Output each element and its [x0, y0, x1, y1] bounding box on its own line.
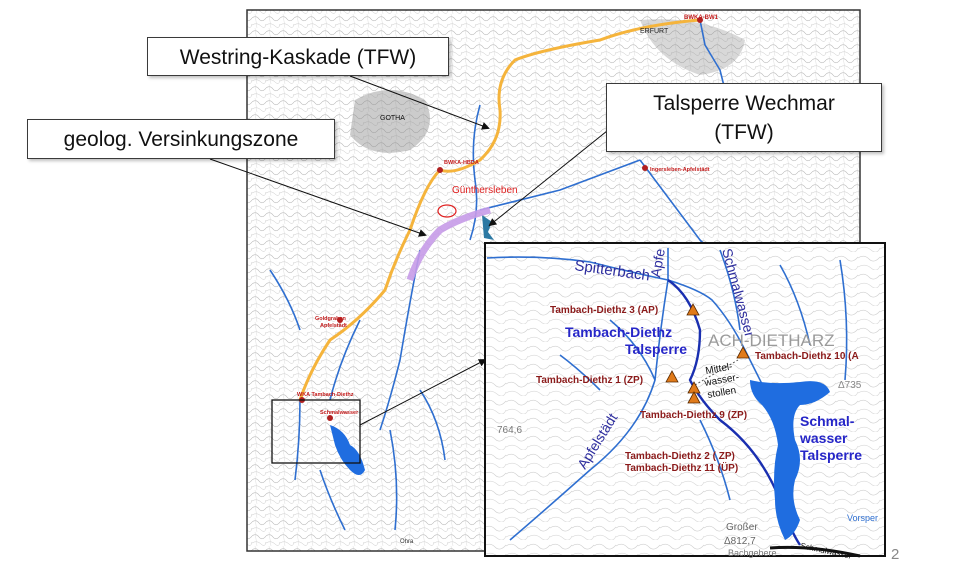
station-10-marker	[736, 346, 750, 359]
callout-arrows	[209, 75, 613, 237]
label-station-10: Tambach-Diethz 10 (A	[755, 351, 859, 362]
label-guenthersleben: Günthersleben	[452, 185, 518, 196]
arrow-westring	[349, 75, 490, 130]
page-number: 2	[891, 546, 900, 563]
label-wka-tambach: WKA Tambach-Diethz	[297, 392, 354, 398]
station-3-marker	[686, 303, 700, 316]
label-tunnel-1: Mittel-	[705, 361, 734, 377]
overview-rivers	[269, 19, 741, 531]
label-gotha: GOTHA	[380, 115, 405, 122]
inset-leader-line	[359, 359, 487, 426]
label-vorsper: Vorsper	[847, 513, 878, 523]
inset-road	[769, 545, 861, 558]
label-apfelstaedt-overview: Apfelstädt	[320, 323, 347, 329]
callout-talsperre-wechmar: Talsperre Wechmar (TFW)	[606, 83, 882, 152]
label-bwka-hbda: BWKA-HBDA	[444, 160, 479, 166]
callout-wechmar-line1: Talsperre Wechmar	[653, 92, 835, 115]
arrow-versinkung	[209, 158, 427, 237]
label-tambach-reservoir-2: Talsperre	[625, 341, 687, 357]
label-tunnel-3: stollen	[707, 385, 737, 401]
label-apfe: Apfe	[647, 247, 668, 278]
label-station-1: Tambach-Diethz 1 (ZP)	[536, 375, 643, 386]
guenthersleben-marker	[437, 204, 457, 218]
label-station-9: Tambach-Diethz 9 (ZP)	[640, 410, 747, 421]
label-height-764: 764,6	[497, 425, 522, 436]
label-tambach-reservoir-1: Tambach-Diethz	[565, 324, 672, 340]
overview-wechmar-reservoir	[482, 215, 494, 240]
westring-pipeline	[298, 18, 701, 401]
label-station-11: Tambach-Diethz 11 (ÜP)	[625, 461, 738, 474]
station-9b-marker	[687, 391, 701, 404]
label-bwka-bw1: BWKA-BW1	[684, 15, 719, 21]
label-schmalwasser-overview: Schmalwasser	[320, 410, 359, 416]
inset-schmalwasser-reservoir	[750, 380, 830, 540]
gotha-urban-area	[350, 90, 430, 153]
label-schmal-reservoir-2: wasser	[799, 430, 848, 446]
label-station-3: Tambach-Diethz 3 (AP)	[550, 305, 658, 316]
label-ohra: Ohra	[400, 539, 414, 545]
inset-rivers	[486, 248, 848, 541]
arrow-wechmar	[488, 126, 613, 227]
label-valley: Bachgebere	[728, 548, 777, 558]
label-schmal-reservoir-1: Schmal-	[800, 413, 855, 429]
callout-westring-text: Westring-Kaskade (TFW)	[179, 46, 417, 69]
overview-station-markers	[299, 17, 703, 421]
overview-inset-frame	[271, 399, 361, 464]
label-erfurt: ERFURT	[640, 28, 669, 35]
versinkungszone-path	[406, 206, 491, 282]
station-1-marker	[665, 370, 679, 383]
label-town: ACH-DIETHARZ	[708, 331, 835, 350]
label-grosser: Großer	[726, 522, 758, 533]
callout-westring-kaskade: Westring-Kaskade (TFW)	[147, 37, 449, 76]
label-height-735: Δ735	[838, 380, 862, 391]
tunnel-line	[694, 359, 739, 386]
label-station-2: Tambach-Diethz 2 ( ZP)	[625, 451, 735, 462]
inset-map: Spitterbach Apfe Schmalwasser Apfelstädt…	[484, 242, 886, 561]
label-summit: Δ812,7	[724, 536, 756, 547]
callout-versinkung-text: geolog. Versinkungszone	[63, 128, 299, 151]
callout-versinkungszone: geolog. Versinkungszone	[27, 119, 335, 159]
label-goldgraben: Goldgraben	[315, 316, 347, 322]
inset-station-markers	[665, 303, 750, 404]
erfurt-urban-area	[640, 19, 745, 76]
callout-wechmar-line2: (TFW)	[714, 121, 774, 144]
label-ingersleben: Ingersleben-Apfelstädt	[650, 167, 710, 173]
label-schmal-reservoir-3: Talsperre	[800, 447, 862, 463]
